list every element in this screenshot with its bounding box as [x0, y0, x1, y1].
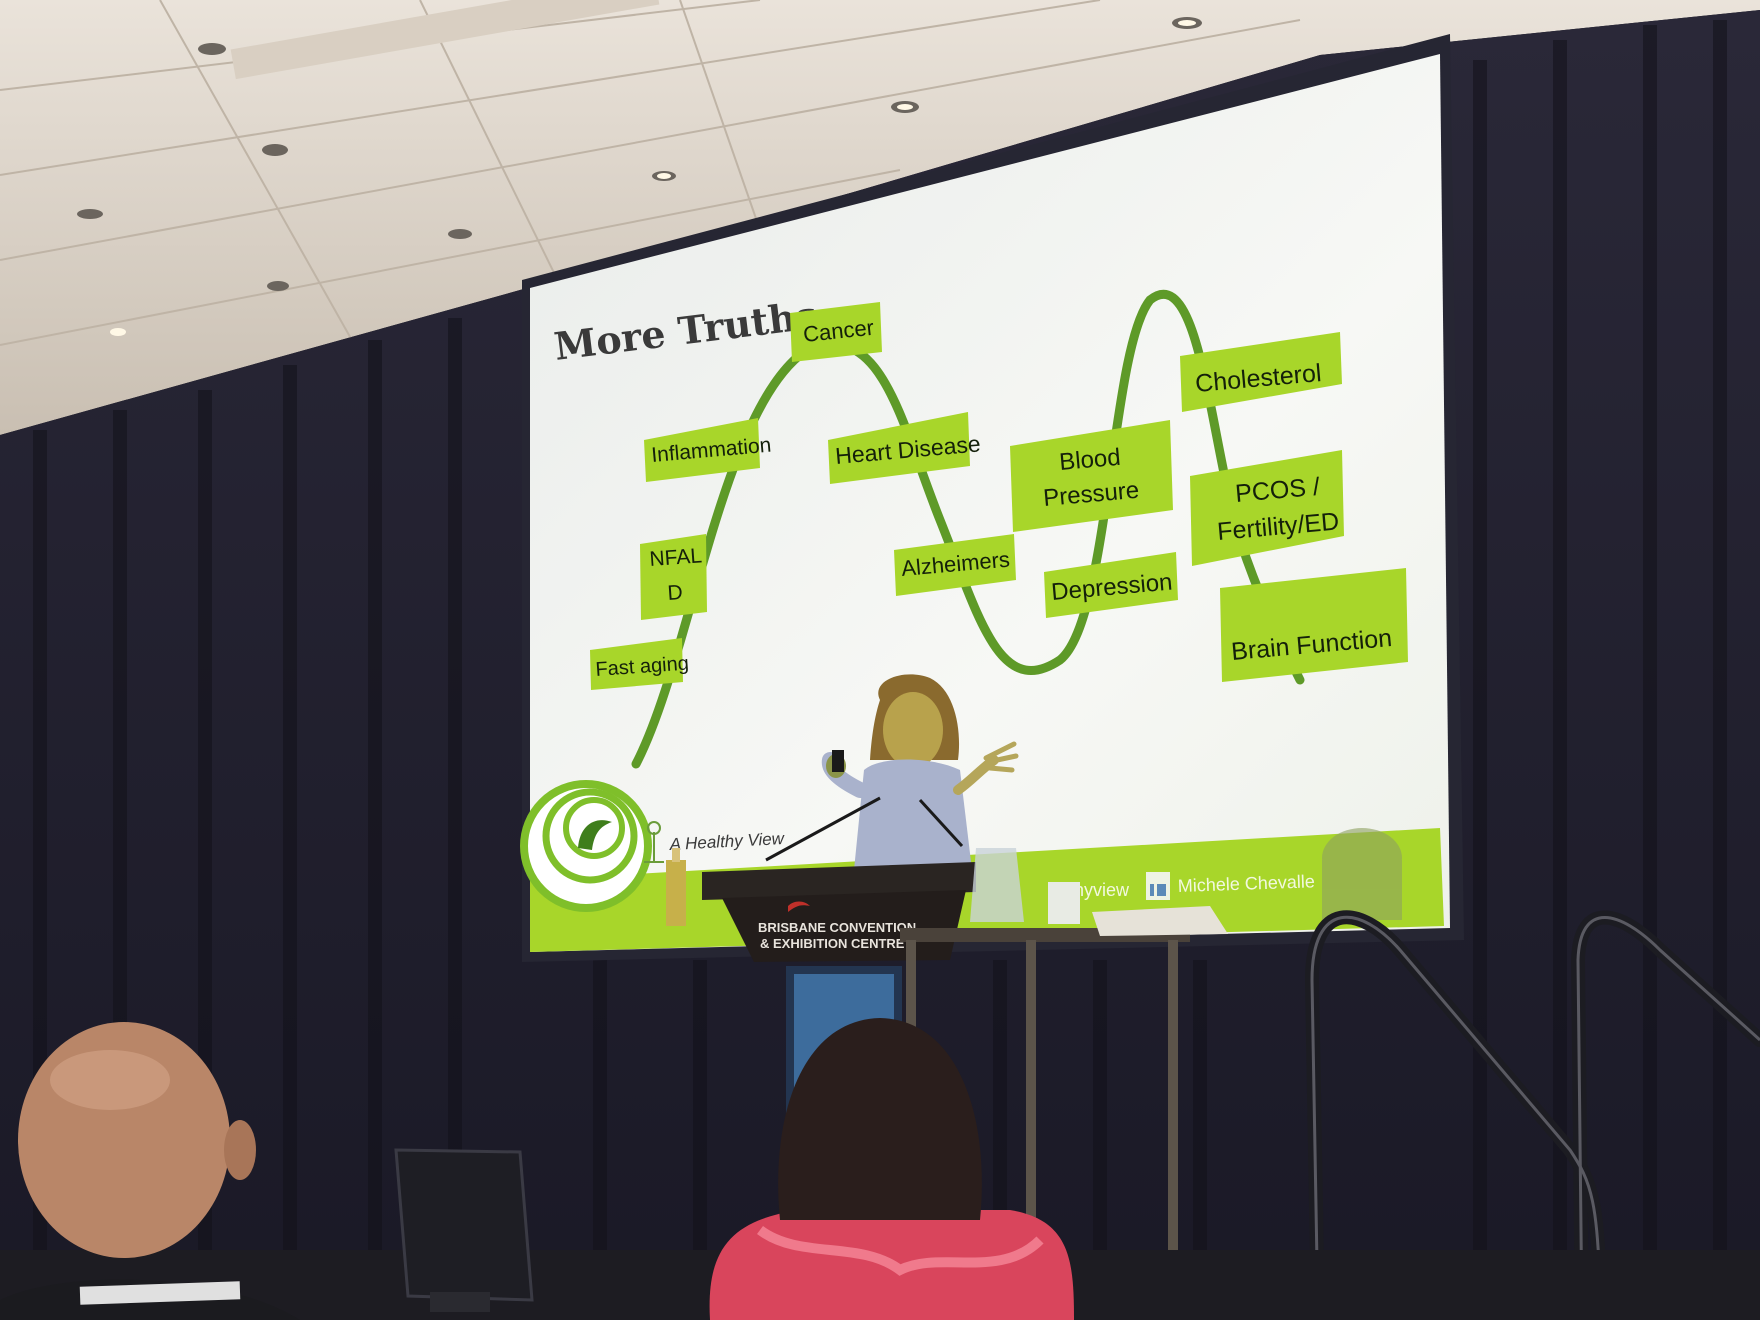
- slide: More Truths... Cancer Inflammation Heart…: [520, 287, 1444, 952]
- label-heart-disease: Heart Disease: [828, 412, 982, 484]
- projection-screen: [522, 34, 1464, 962]
- audience-member-left: [0, 1022, 300, 1320]
- label-pcos-fertility: PCOS / Fertility/ED: [1190, 450, 1344, 566]
- label-alzheimers: Alzheimers: [894, 534, 1016, 596]
- foldback-monitor: [394, 1148, 534, 1312]
- ceiling: [0, 0, 1760, 435]
- presenter: [821, 674, 1019, 870]
- svg-text:D: D: [667, 581, 684, 605]
- label-fast-aging: Fast aging: [590, 638, 690, 690]
- water-jug: [970, 848, 1024, 922]
- audience-member-center: [709, 1018, 1074, 1320]
- label-nfald: NFAL D: [640, 534, 707, 620]
- label-blood-pressure: Blood Pressure: [1010, 420, 1173, 532]
- label-cholesterol: Cholesterol: [1180, 332, 1342, 412]
- label-cancer: Cancer: [790, 302, 882, 362]
- water-bottle: [666, 860, 686, 926]
- svg-text:Blood: Blood: [1058, 444, 1122, 476]
- podium-sign-line2: & EXHIBITION CENTRE: [760, 936, 905, 951]
- label-depression: Depression: [1044, 552, 1178, 618]
- label-brain-function: Brain Function: [1220, 568, 1408, 682]
- spiral-logo-icon: [520, 780, 652, 912]
- svg-text:NFAL: NFAL: [649, 544, 703, 571]
- podium-sign-line1: BRISBANE CONVENTION: [758, 920, 916, 935]
- presenter-silhouette: [1322, 828, 1402, 920]
- footer-presenter: Michele Chevalle: [1177, 871, 1315, 896]
- footer-handle: hyview: [1074, 880, 1130, 900]
- wave-curve: [631, 289, 1305, 769]
- linkedin-icon: [1146, 872, 1170, 900]
- label-inflammation: Inflammation: [644, 418, 772, 482]
- tree-logo-icon: [644, 821, 664, 863]
